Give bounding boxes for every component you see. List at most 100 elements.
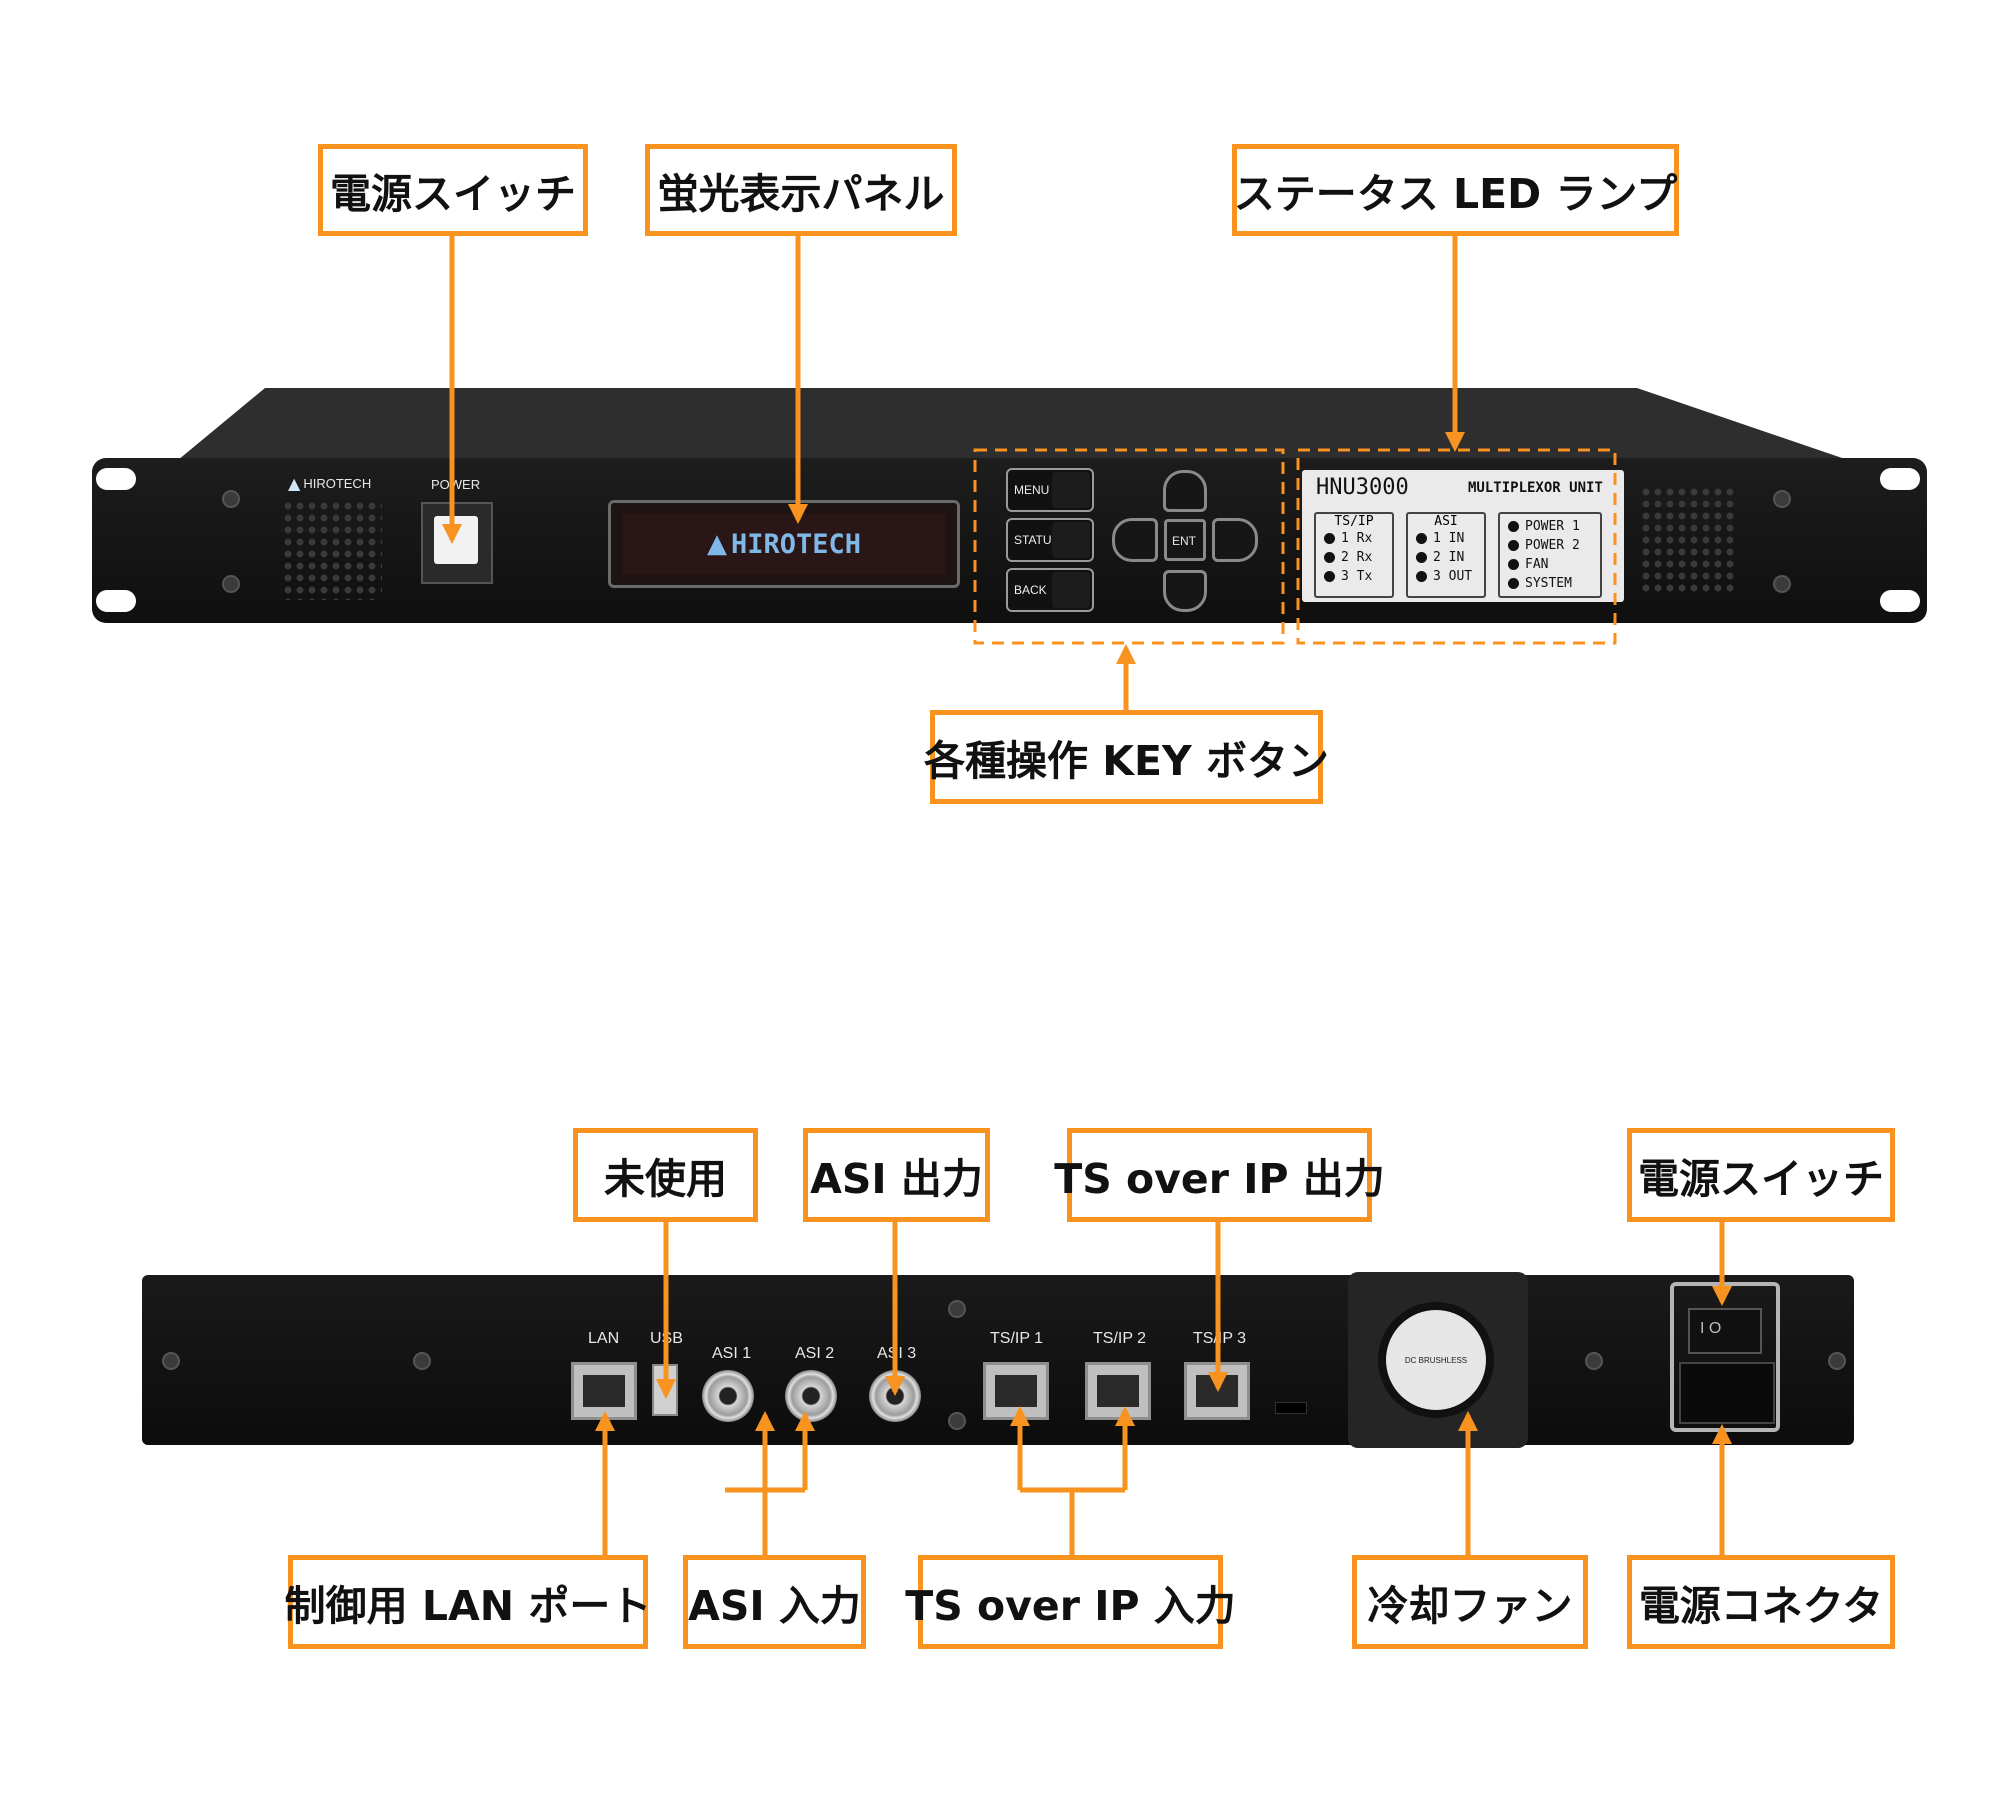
tsip-led-list: 1 Rx 2 Rx 3 Tx <box>1316 529 1392 586</box>
asi-title: ASI <box>1434 514 1458 529</box>
callout-key-buttons: 各種操作 KEY ボタン <box>924 710 1329 804</box>
brand-name: HIROTECH <box>303 476 372 491</box>
callout-rear-power-switch: 電源スイッチ <box>1627 1128 1895 1222</box>
led-row: 1 Rx <box>1316 529 1392 548</box>
led-label: 2 Rx <box>1341 550 1373 565</box>
screw <box>162 1352 180 1370</box>
logo-icon: ▲ <box>288 474 301 493</box>
callout-fluorescent-panel: 蛍光表示パネル <box>645 144 957 236</box>
port-label: TS/IP 1 <box>990 1330 1044 1347</box>
cooling-fan: DC BRUSHLESS <box>1348 1272 1528 1448</box>
fan-label-text: DC BRUSHLESS <box>1404 1355 1468 1365</box>
led-indicator-icon <box>1508 578 1519 589</box>
led-row: 2 IN <box>1408 548 1484 567</box>
led-label: 3 Tx <box>1341 569 1373 584</box>
enter-key[interactable]: ENT <box>1164 519 1206 561</box>
screw <box>222 575 240 593</box>
led-label: POWER 2 <box>1525 538 1580 553</box>
led-indicator-icon <box>1416 552 1427 563</box>
led-row: 3 OUT <box>1408 567 1484 586</box>
port-label: ASI 2 <box>795 1345 835 1362</box>
port-label: ASI 1 <box>712 1345 752 1362</box>
asi-led-group: ASI 1 IN 2 IN 3 OUT <box>1406 512 1486 598</box>
screw <box>413 1352 431 1370</box>
rack-ear-slot <box>1880 590 1920 612</box>
power-label: POWER <box>431 477 481 492</box>
led-indicator-icon <box>1416 571 1427 582</box>
led-row: POWER 2 <box>1500 536 1600 555</box>
screw <box>1585 1352 1603 1370</box>
rack-ear-slot <box>96 468 136 490</box>
asi-led-list: 1 IN 2 IN 3 OUT <box>1408 529 1484 586</box>
callout-status-led: ステータス LED ランプ <box>1232 144 1679 236</box>
led-row: 3 Tx <box>1316 567 1392 586</box>
power-connector[interactable] <box>1679 1362 1775 1424</box>
led-row: FAN <box>1500 555 1600 574</box>
system-led-list: POWER 1 POWER 2 FAN SYSTEM <box>1500 514 1600 593</box>
status-dashed-box <box>1296 448 1617 645</box>
model-subtitle: MULTIPLEXOR UNIT <box>1468 480 1603 496</box>
keys-dashed-box <box>973 448 1285 645</box>
brand-logo: ▲ HIROTECH <box>288 474 371 493</box>
back-key[interactable]: BACK <box>1006 568 1094 612</box>
screw <box>948 1300 966 1318</box>
port-label: TS/IP 2 <box>1093 1330 1147 1347</box>
status-led-panel: HNU3000 MULTIPLEXOR UNIT TS/IP 1 Rx 2 Rx 3… <box>1302 470 1624 602</box>
led-label: SYSTEM <box>1525 576 1572 591</box>
led-label: FAN <box>1525 557 1549 572</box>
callout-unused: 未使用 <box>573 1128 758 1222</box>
led-indicator-icon <box>1508 521 1519 532</box>
callout-cooling-fan: 冷却ファン <box>1352 1555 1588 1649</box>
callout-asi-input: ASI 入力 <box>683 1555 866 1649</box>
left-key[interactable] <box>1112 518 1158 562</box>
led-row: 1 IN <box>1408 529 1484 548</box>
screw <box>1828 1352 1846 1370</box>
callout-tsoip-output: TS over IP 出力 <box>1054 1128 1385 1222</box>
led-label: 3 OUT <box>1433 569 1473 584</box>
led-row: POWER 1 <box>1500 517 1600 536</box>
rear-slot <box>1275 1402 1307 1414</box>
callout-control-lan: 制御用 LAN ポート <box>285 1555 651 1649</box>
lan-port[interactable] <box>571 1362 637 1420</box>
system-led-group: POWER 1 POWER 2 FAN SYSTEM <box>1498 512 1602 598</box>
led-row: SYSTEM <box>1500 574 1600 593</box>
vfd-display: ▲ HIROTECH <box>608 500 960 588</box>
rack-ear-slot <box>96 590 136 612</box>
led-row: 2 Rx <box>1316 548 1392 567</box>
front-chassis-top <box>178 388 1848 460</box>
up-key[interactable] <box>1163 470 1207 512</box>
tsip-led-group: TS/IP 1 Rx 2 Rx 3 Tx <box>1314 512 1394 598</box>
led-label: 1 IN <box>1433 531 1465 546</box>
fan-hub: DC BRUSHLESS <box>1378 1302 1494 1418</box>
led-label: 1 Rx <box>1341 531 1373 546</box>
status-key[interactable]: STATUS <box>1006 518 1094 562</box>
led-label: 2 IN <box>1433 550 1465 565</box>
callout-tsoip-input: TS over IP 入力 <box>905 1555 1236 1649</box>
callout-asi-output: ASI 出力 <box>803 1128 990 1222</box>
right-key[interactable] <box>1212 518 1258 562</box>
led-indicator-icon <box>1508 540 1519 551</box>
rear-power-switch[interactable]: I O <box>1688 1308 1762 1354</box>
screw <box>222 490 240 508</box>
led-indicator-icon <box>1324 533 1335 544</box>
model-name: HNU3000 <box>1316 475 1409 500</box>
menu-key[interactable]: MENU <box>1006 468 1094 512</box>
led-indicator-icon <box>1508 559 1519 570</box>
vfd-logo-icon: ▲ <box>706 529 727 559</box>
vent-grille-left <box>282 500 382 600</box>
vfd-screen: ▲ HIROTECH <box>623 513 945 575</box>
led-label: POWER 1 <box>1525 519 1580 534</box>
tsip-title: TS/IP <box>1334 514 1374 529</box>
front-power-switch[interactable] <box>421 502 493 584</box>
vent-grille-right <box>1640 486 1735 596</box>
screw <box>1773 490 1791 508</box>
screw <box>1773 575 1791 593</box>
port-label: LAN <box>588 1330 620 1347</box>
down-key[interactable] <box>1163 570 1207 612</box>
led-indicator-icon <box>1324 552 1335 563</box>
asi-1-connector[interactable] <box>702 1370 754 1422</box>
vfd-text: HIROTECH <box>730 528 862 560</box>
callout-power-connector: 電源コネクタ <box>1627 1555 1895 1649</box>
led-indicator-icon <box>1416 533 1427 544</box>
